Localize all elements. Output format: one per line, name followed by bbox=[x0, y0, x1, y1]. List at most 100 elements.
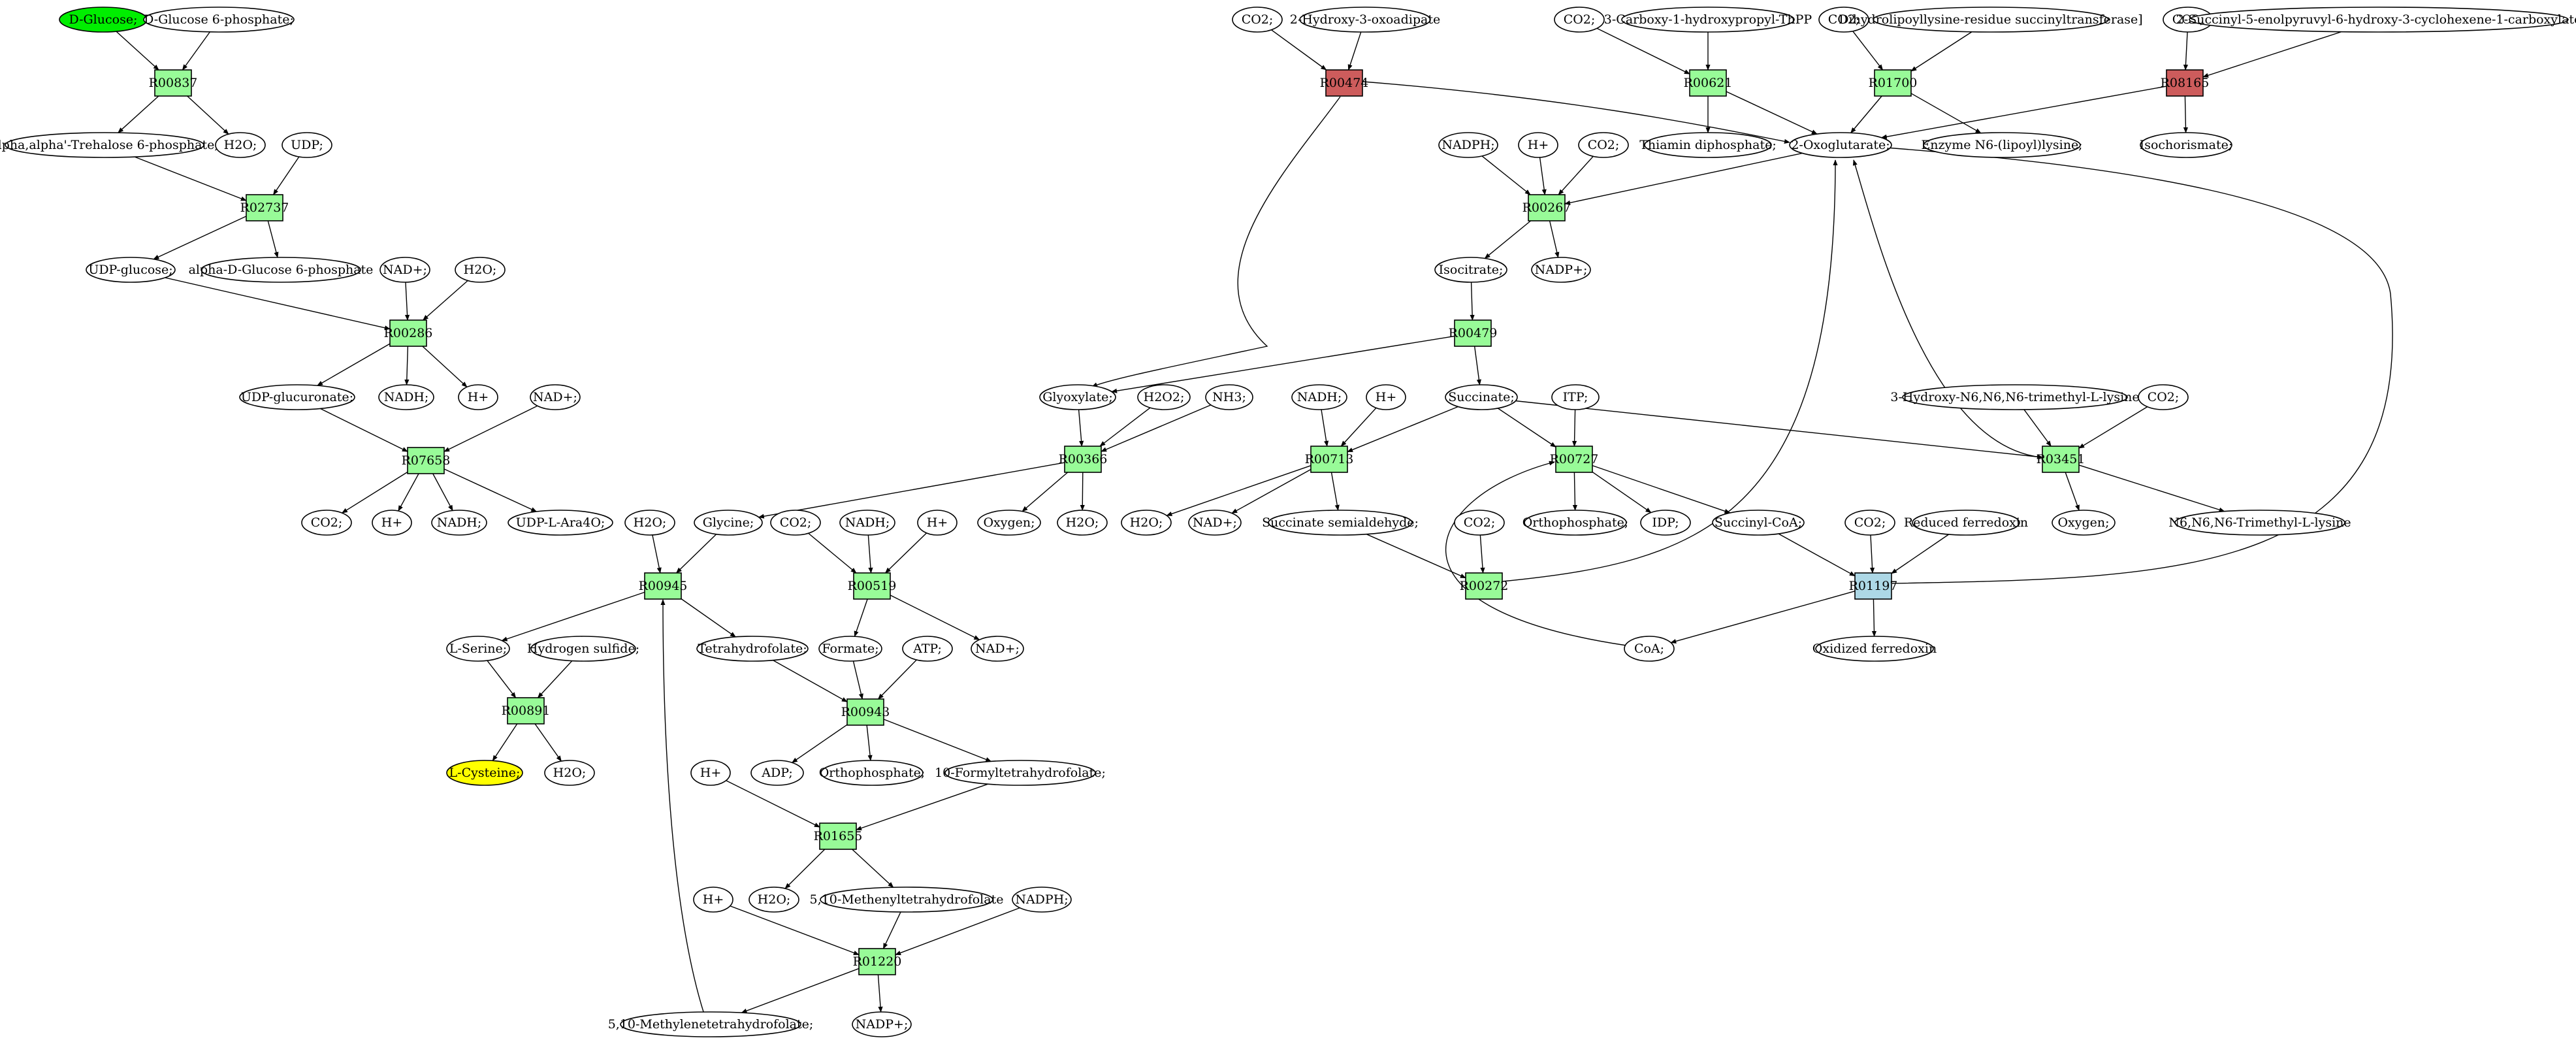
compound-node-c_dihydro[interactable]: Dihydrolipoyllysine-residue succinyltran… bbox=[1839, 7, 2143, 33]
compound-node-c_hplus_b[interactable]: H+ bbox=[372, 510, 412, 536]
compound-node-c_hplus_g[interactable]: H+ bbox=[1366, 384, 1406, 410]
compound-node-c_nh3[interactable]: NH3; bbox=[1205, 384, 1253, 410]
compound-node-c_h2o_f[interactable]: H2O; bbox=[1057, 510, 1108, 536]
compound-node-c_adg6p[interactable]: alpha-D-Glucose 6-phosphate bbox=[189, 257, 374, 283]
compound-node-c_lipoyl[interactable]: Enzyme N6-(lipoyl)lysine; bbox=[1921, 132, 2083, 158]
compound-node-c_coa[interactable]: CoA; bbox=[1624, 636, 1675, 662]
reaction-node-r01220[interactable]: R01220 bbox=[853, 948, 902, 975]
compound-node-c_co2_d[interactable]: CO2; bbox=[1554, 7, 1605, 33]
compound-node-c_nadh_b[interactable]: NADH; bbox=[431, 510, 487, 536]
compound-node-c_thf[interactable]: Tetrahydrofolate; bbox=[696, 636, 809, 662]
reaction-node-r00286[interactable]: R00286 bbox=[384, 319, 433, 347]
compound-node-c_hplus_f[interactable]: H+ bbox=[1518, 132, 1558, 158]
compound-node-c_udp[interactable]: UDP; bbox=[282, 132, 332, 158]
compound-node-c_3html[interactable]: 3-Hydroxy-N6,N6,N6-trimethyl-L-lysine bbox=[1890, 384, 2140, 410]
compound-node-c_tre6p[interactable]: alpha,alpha'-Trehalose 6-phosphate; bbox=[0, 132, 219, 158]
compound-node-c_hplus_a[interactable]: H+ bbox=[458, 384, 498, 410]
compound-node-c_2og[interactable]: 2-Oxoglutarate; bbox=[1789, 132, 1892, 158]
compound-node-c_isocit[interactable]: Isocitrate; bbox=[1434, 257, 1507, 283]
compound-node-c_udpara[interactable]: UDP-L-Ara4O; bbox=[507, 510, 613, 536]
compound-node-c_ssa[interactable]: Succinate semialdehyde; bbox=[1262, 510, 1419, 536]
compound-node-c_nadp_c[interactable]: NAD+; bbox=[971, 636, 1024, 662]
reaction-node-r01197[interactable]: R01197 bbox=[1849, 572, 1898, 600]
compound-node-c_nadp_b[interactable]: NAD+; bbox=[530, 384, 581, 410]
compound-node-c_gly[interactable]: Glycine; bbox=[694, 510, 763, 536]
reaction-node-r00837[interactable]: R00837 bbox=[149, 69, 198, 97]
compound-node-c_sephchc[interactable]: 2-Succinyl-5-enolpyruvyl-6-hydroxy-3-cyc… bbox=[2176, 7, 2576, 33]
compound-node-c_nadh_c[interactable]: NADH; bbox=[839, 510, 895, 536]
compound-node-c_h2o_a[interactable]: H2O; bbox=[215, 132, 266, 158]
compound-node-c_co2_e[interactable]: CO2; bbox=[1818, 7, 1869, 33]
compound-node-c_co2_g[interactable]: CO2; bbox=[1578, 132, 1629, 158]
compound-node-c_itp[interactable]: ITP; bbox=[1551, 384, 1600, 410]
compound-node-c_co2_b[interactable]: CO2; bbox=[770, 510, 821, 536]
compound-node-c_h2s[interactable]: Hydrogen sulfide; bbox=[527, 636, 639, 662]
compound-node-c_methenyl[interactable]: 5,10-Methenyltetrahydrofolate bbox=[810, 887, 1004, 913]
reaction-node-r00267[interactable]: R00267 bbox=[1522, 194, 1571, 221]
reaction-node-r03451[interactable]: R03451 bbox=[2037, 446, 2085, 473]
reaction-node-r00366[interactable]: R00366 bbox=[1059, 446, 1108, 473]
compound-node-c_oxygen_b[interactable]: Oxygen; bbox=[2052, 510, 2116, 536]
reaction-node-r01655[interactable]: R01655 bbox=[814, 822, 863, 850]
compound-node-c_co2_a[interactable]: CO2; bbox=[301, 510, 352, 536]
compound-node-c_hplus_e[interactable]: H+ bbox=[693, 887, 733, 913]
compound-node-c_isochor[interactable]: Isochorismate; bbox=[2140, 132, 2233, 158]
reaction-node-r00945[interactable]: R00945 bbox=[639, 572, 688, 600]
compound-node-c_hplus_c[interactable]: H+ bbox=[917, 510, 958, 536]
compound-node-c_dglc[interactable]: D-Glucose; bbox=[59, 7, 148, 33]
compound-node-c_atp[interactable]: ATP; bbox=[902, 636, 953, 662]
reaction-node-r00272[interactable]: R00272 bbox=[1460, 572, 1509, 600]
compound-node-c_redfd[interactable]: Reduced ferredoxin bbox=[1904, 510, 2028, 536]
compound-node-c_succoa[interactable]: Succinyl-CoA; bbox=[1712, 510, 1805, 536]
reaction-node-r00621[interactable]: R00621 bbox=[1684, 69, 1733, 97]
compound-node-c_oxfd[interactable]: Oxidized ferredoxin bbox=[1812, 636, 1937, 662]
compound-node-c_nadpplus_b[interactable]: NADP+; bbox=[1531, 257, 1591, 283]
reaction-node-r00943[interactable]: R00943 bbox=[841, 698, 890, 726]
compound-node-c_cys[interactable]: L-Cysteine; bbox=[446, 760, 523, 786]
compound-node-c_h2o_g[interactable]: H2O; bbox=[1121, 510, 1172, 536]
reaction-node-r01700[interactable]: R01700 bbox=[1869, 69, 1918, 97]
compound-node-c_nadp_d[interactable]: NAD+; bbox=[1188, 510, 1242, 536]
compound-node-c_idp[interactable]: IDP; bbox=[1640, 510, 1691, 536]
compound-node-c_methylene[interactable]: 5,10-Methylenetetrahydrofolate; bbox=[608, 1011, 814, 1037]
compound-node-c_co2_h[interactable]: CO2; bbox=[1454, 510, 1505, 536]
compound-node-c_pi_a[interactable]: Orthophosphate; bbox=[819, 760, 926, 786]
compound-node-c_g6p[interactable]: D-Glucose 6-phosphate; bbox=[143, 7, 295, 33]
compound-node-c_co2_i[interactable]: CO2; bbox=[1844, 510, 1895, 536]
reaction-node-r00727[interactable]: R00727 bbox=[1550, 446, 1599, 473]
reaction-node-r07658[interactable]: R07658 bbox=[402, 447, 451, 474]
reaction-node-r00519[interactable]: R00519 bbox=[848, 572, 897, 600]
reaction-node-r00479[interactable]: R00479 bbox=[1449, 319, 1498, 347]
reaction-node-r02737[interactable]: R02737 bbox=[240, 194, 289, 221]
compound-node-c_oxygen_a[interactable]: Oxygen; bbox=[977, 510, 1041, 536]
compound-node-c_ser[interactable]: L-Serine; bbox=[446, 636, 510, 662]
compound-node-c_co2_j[interactable]: CO2; bbox=[2138, 384, 2189, 410]
reaction-node-r00891[interactable]: R00891 bbox=[502, 697, 551, 725]
compound-node-c_h2o_c[interactable]: H2O; bbox=[624, 510, 675, 536]
reaction-node-r00474[interactable]: R00474 bbox=[1320, 69, 1369, 97]
compound-node-c_nadpplus_a[interactable]: NADP+; bbox=[852, 1011, 912, 1037]
compound-node-c_nadh_d[interactable]: NADH; bbox=[1291, 384, 1347, 410]
compound-node-c_nadh_a[interactable]: NADH; bbox=[378, 384, 434, 410]
compound-node-c_udpglcu[interactable]: UDP-glucuronate; bbox=[239, 384, 355, 410]
compound-node-c_thdp[interactable]: Thiamin diphosphate; bbox=[1639, 132, 1777, 158]
compound-node-c_hplus_d[interactable]: H+ bbox=[690, 760, 731, 786]
compound-node-c_10fthf[interactable]: 10-Formyltetrahydrofolate; bbox=[935, 760, 1106, 786]
compound-node-c_tml[interactable]: N6,N6,N6-Trimethyl-L-lysine bbox=[2168, 510, 2351, 536]
compound-node-c_carboxy[interactable]: 3-Carboxy-1-hydroxypropyl-ThPP bbox=[1604, 7, 1812, 33]
compound-node-c_nadp_a[interactable]: NAD+; bbox=[379, 257, 430, 283]
compound-node-c_co2_c[interactable]: CO2; bbox=[1232, 7, 1283, 33]
compound-node-c_h2o2[interactable]: H2O2; bbox=[1137, 384, 1191, 410]
compound-node-c_udpglc[interactable]: UDP-glucose; bbox=[86, 257, 176, 283]
compound-node-c_glyox[interactable]: Glyoxylate; bbox=[1039, 384, 1116, 410]
compound-node-c_formate[interactable]: Formate; bbox=[818, 636, 882, 662]
reaction-node-r08165[interactable]: R08165 bbox=[2161, 69, 2210, 97]
compound-node-c_nadph_a[interactable]: NADPH; bbox=[1012, 887, 1072, 913]
compound-node-c_h2o_b[interactable]: H2O; bbox=[455, 257, 506, 283]
compound-node-c_h2o_e[interactable]: H2O; bbox=[749, 887, 799, 913]
compound-node-c_succ[interactable]: Succinate; bbox=[1445, 384, 1518, 410]
reaction-node-r00713[interactable]: R00713 bbox=[1305, 446, 1354, 473]
compound-node-c_pi_b[interactable]: Orthophosphate; bbox=[1522, 510, 1629, 536]
compound-node-c_h2o_d[interactable]: H2O; bbox=[544, 760, 595, 786]
compound-node-c_adp[interactable]: ADP; bbox=[750, 760, 804, 786]
